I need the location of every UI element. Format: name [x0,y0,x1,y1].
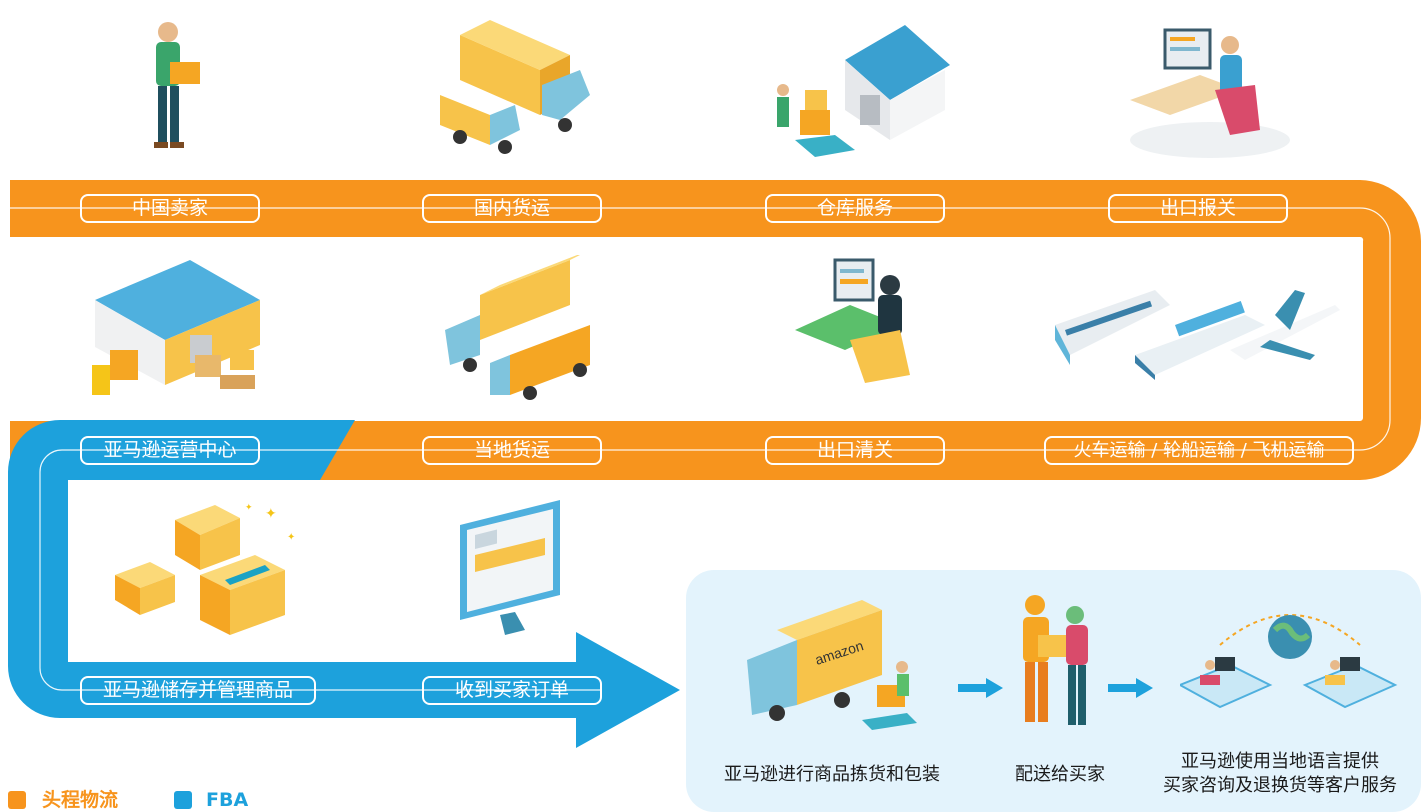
order-monitor-icon [460,500,560,635]
svg-text:✦: ✦ [245,503,253,513]
local-trucks-icon [445,255,590,400]
panel-label-delivery: 配送给买家 [1015,764,1105,785]
panel-label-customer-service-line2: 买家咨询及退换货等客户服务 [1163,775,1397,796]
step-pill-domestic-freight: 国内货运 [422,194,602,223]
step-pill-transport-modes: 火车运输 / 轮船运输 / 飞机运输 [1044,436,1354,465]
legend-swatch-first-mile [8,791,26,809]
small-arrow-1-icon [958,678,1003,698]
stored-boxes-icon: ✦ ✦ ✦ [115,503,295,635]
warehouse-icon [777,25,950,157]
svg-text:✦: ✦ [287,532,295,543]
step-pill-export-declaration: 出口报关 [1108,194,1288,223]
global-support-icon [1180,614,1398,709]
legend-label-fba: FBA [206,789,249,811]
delivery-handoff-icon [1023,595,1088,725]
guide-lines [10,207,1391,691]
step-pill-amazon-storage: 亚马逊储存并管理商品 [80,676,316,705]
domestic-trucks-icon [440,20,590,154]
customs-desk-icon [1130,28,1290,158]
step-pill-china-seller: 中国卖家 [80,194,260,223]
step-pill-warehouse-service: 仓库服务 [765,194,945,223]
svg-text:✦: ✦ [265,506,277,522]
step-pill-amazon-fc: 亚马逊运营中心 [80,436,260,465]
fulfillment-center-icon [92,260,260,395]
panel-label-pick-pack: 亚马逊进行商品拣货和包装 [724,764,940,785]
clearance-desk-icon [795,258,910,383]
step-pill-buyer-order: 收到买家订单 [422,676,602,705]
panel-label-customer-service-line1: 亚马逊使用当地语言提供 [1181,751,1379,772]
legend-label-first-mile: 头程物流 [42,789,119,811]
legend-swatch-fba [174,791,192,809]
pick-pack-truck-icon: amazon [747,600,917,730]
step-pill-import-clearance: 出口清关 [765,436,945,465]
step-pill-local-freight: 当地货运 [422,436,602,465]
seller-with-box-icon [154,22,200,148]
blue-band [8,420,680,748]
small-arrow-2-icon [1108,678,1153,698]
train-ship-plane-icon [1055,290,1340,380]
